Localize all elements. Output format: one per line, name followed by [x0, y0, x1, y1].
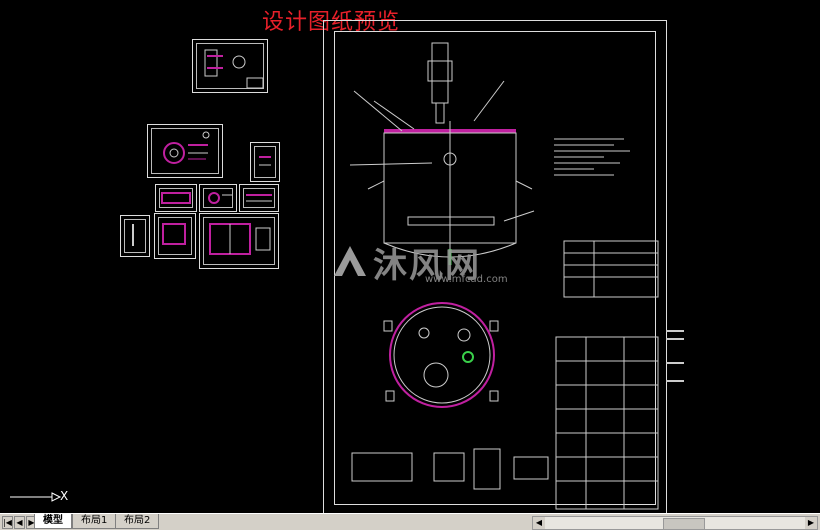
scroll-thumb[interactable]	[663, 518, 705, 530]
watermark-text: 沐风网 www.mfcad.com	[333, 238, 508, 287]
layout-tab-bar: |◀ ◀ ▶ ▶| 模型 布局1 布局2 ◀ ▶	[0, 513, 820, 530]
side-mark-2	[666, 338, 684, 340]
ucs-axis-icon: X	[8, 488, 68, 506]
thumbnail-sheet-9[interactable]	[199, 213, 279, 269]
side-mark-4	[666, 380, 684, 382]
thumbnail-drawing-4	[161, 192, 191, 204]
scroll-right-arrow-icon[interactable]: ▶	[805, 517, 817, 529]
thumbnail-drawing-5	[208, 192, 232, 204]
thumbnail-drawing-8	[162, 223, 186, 245]
horizontal-scrollbar[interactable]: ◀ ▶	[532, 516, 818, 530]
tab-model[interactable]: 模型	[34, 514, 72, 529]
tab-nav-prev-button[interactable]: ◀	[14, 516, 25, 529]
thumbnail-sheet-8[interactable]	[154, 213, 196, 259]
thumbnail-drawing-6	[246, 194, 272, 202]
tab-layout2[interactable]: 布局2	[115, 514, 160, 529]
thumbnail-drawing-1	[204, 49, 264, 89]
watermark-url: www.mfcad.com	[425, 274, 508, 285]
watermark-name: 沐风网	[373, 246, 481, 286]
thumbnail-sheet-4[interactable]	[155, 184, 197, 212]
tab-nav-first-button[interactable]: |◀	[2, 516, 13, 529]
thumbnail-sheet-2[interactable]	[147, 124, 223, 178]
thumbnail-sheet-7[interactable]	[120, 215, 150, 257]
thumbnail-drawing-2	[163, 131, 210, 164]
watermark-logo-icon	[334, 246, 366, 276]
main-drawing-sheet[interactable]	[323, 20, 667, 516]
thumbnail-drawing-9	[209, 223, 271, 255]
side-mark-1	[666, 330, 684, 332]
thumbnail-sheet-3[interactable]	[250, 142, 280, 182]
reactor-assembly-drawing	[349, 42, 659, 510]
scroll-left-arrow-icon[interactable]: ◀	[533, 517, 545, 529]
thumbnail-sheet-1[interactable]	[192, 39, 268, 93]
thumbnail-drawing-7	[132, 224, 134, 246]
side-mark-3	[666, 362, 684, 364]
thumbnail-drawing-3	[259, 156, 271, 166]
ucs-x-label: X	[60, 489, 69, 503]
thumbnail-sheet-6[interactable]	[239, 184, 279, 212]
tab-layout1[interactable]: 布局1	[72, 514, 117, 529]
drawing-title: 设计图纸预览	[262, 10, 401, 35]
thumbnail-sheet-5[interactable]	[199, 184, 237, 212]
